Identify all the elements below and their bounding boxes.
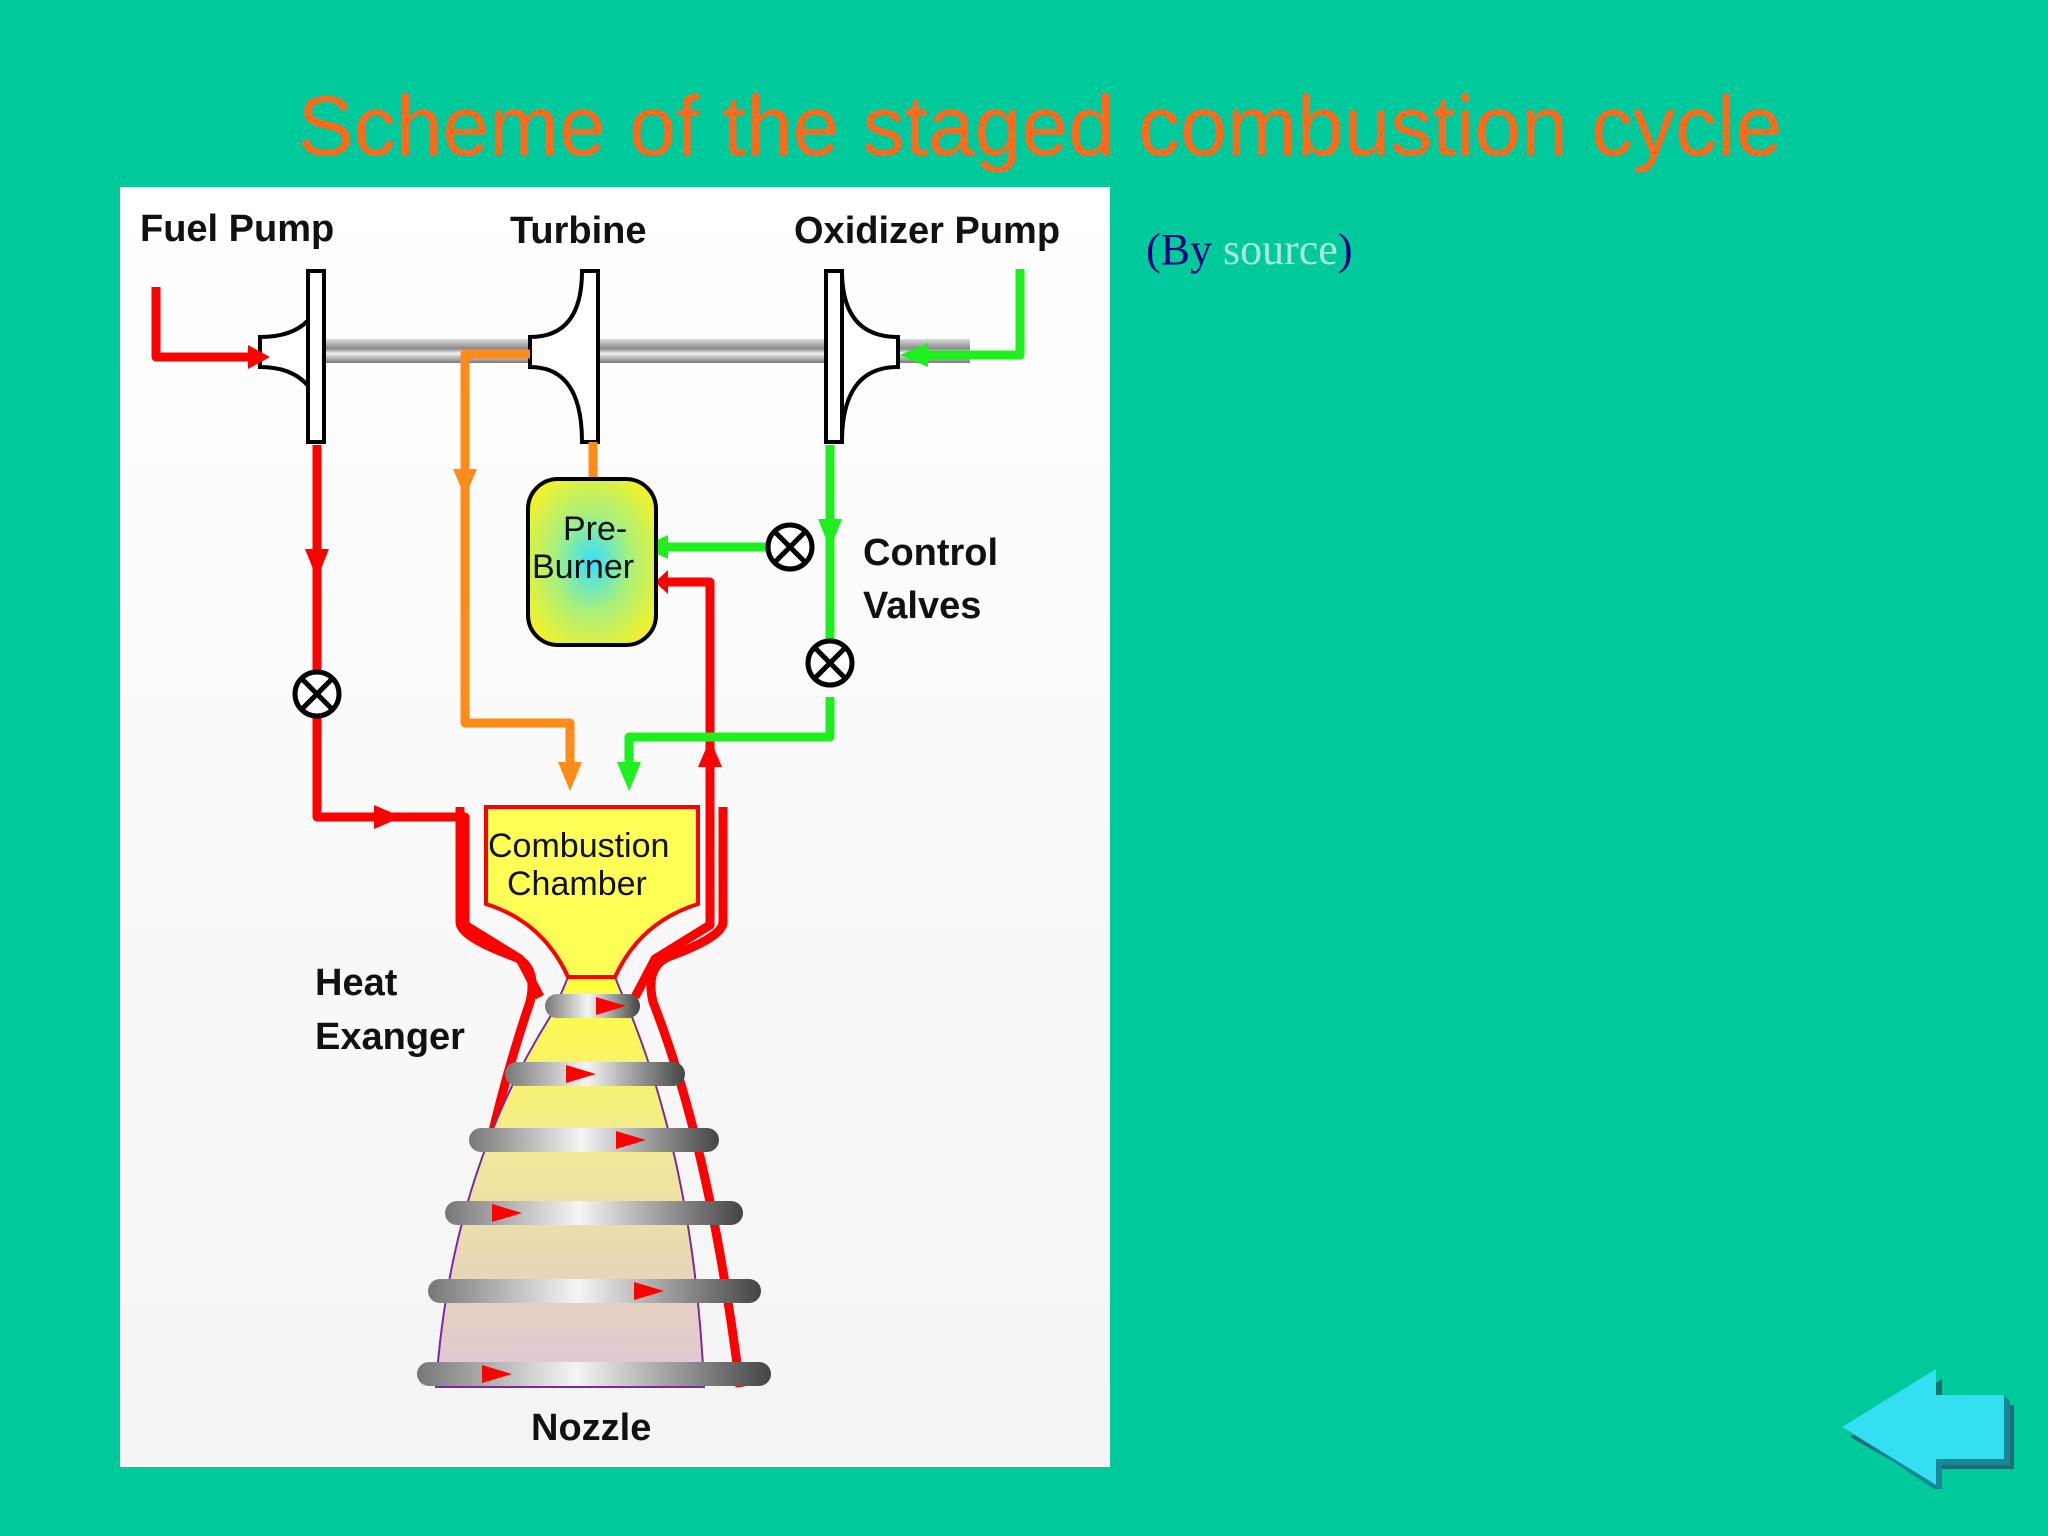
fuel-pump-icon [258, 269, 327, 444]
label-heat-exchanger-2: Exanger [315, 1016, 465, 1058]
staged-combustion-diagram: Fuel Pump Turbine Oxidizer Pump Pre- Bur… [120, 187, 1110, 1467]
heat-exchanger-jacket-right [646, 807, 745, 1388]
turbine-icon [528, 269, 600, 444]
source-link[interactable]: source [1223, 225, 1338, 274]
label-control-valves-2: Valves [863, 585, 981, 627]
label-combustion-2: Chamber [507, 865, 647, 903]
coolant-flow-arrows [482, 997, 664, 1383]
label-turbine: Turbine [510, 210, 647, 252]
label-control-valves-1: Control [863, 532, 998, 574]
oxidizer-pump-icon [824, 269, 900, 444]
back-button[interactable] [1838, 1365, 2018, 1490]
label-heat-exchanger-1: Heat [315, 962, 398, 1004]
label-fuel-pump: Fuel Pump [140, 208, 334, 250]
label-combustion-1: Combustion [488, 827, 669, 865]
hot-gas-lines [460, 349, 598, 762]
combustion-chamber [484, 805, 700, 979]
fuel-control-valve-icon [292, 669, 342, 719]
credit-close: ) [1337, 225, 1353, 274]
label-nozzle: Nozzle [531, 1407, 651, 1449]
label-oxidizer-pump: Oxidizer Pump [794, 210, 1060, 252]
preburner [526, 477, 658, 647]
credit-line: (By source) [1146, 222, 1353, 278]
credit-open: (By [1146, 225, 1223, 274]
label-preburner-2: Burner [532, 548, 634, 586]
label-preburner-1: Pre- [563, 510, 627, 548]
back-arrow-icon [1842, 1369, 2014, 1489]
slide-title: Scheme of the staged combustion cycle [297, 79, 1783, 173]
main-oxidizer-valve-icon [805, 638, 855, 688]
cooling-rings [417, 994, 771, 1386]
preburner-oxidizer-valve-icon [765, 522, 815, 572]
